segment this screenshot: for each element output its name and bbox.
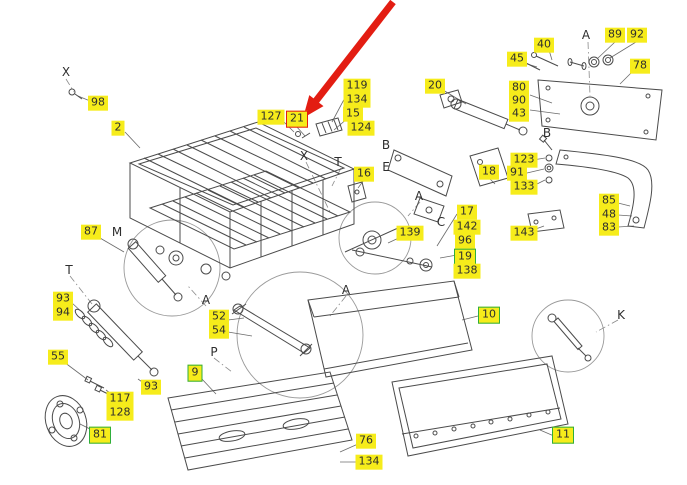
part-label-20: 20 [425,78,445,94]
part-label-93: 93 [53,291,73,307]
ref-letter-A: A [201,293,211,307]
part-label-48: 48 [599,207,619,223]
part-label-128: 128 [106,405,134,421]
part-label-142: 142 [453,219,481,235]
part-label-134: 134 [355,454,383,470]
part-label-89: 89 [605,27,625,43]
part-label-9: 9 [187,364,203,382]
bottom-panels-drawing [167,280,592,471]
ref-letter-A: A [581,28,591,42]
part-label-133: 133 [510,179,538,195]
part-label-78: 78 [630,58,650,74]
part-label-10: 10 [478,306,500,324]
part-label-54: 54 [209,323,229,339]
part-label-83: 83 [599,220,619,236]
part-label-117: 117 [106,391,134,407]
part-label-124: 124 [347,120,375,136]
part-label-94: 94 [53,305,73,321]
ref-letter-K: K [617,308,625,322]
part-label-98: 98 [88,95,108,111]
ref-letter-T: T [65,263,73,277]
ref-letter-T: T [334,155,342,169]
part-label-87: 87 [81,224,101,240]
part-label-85: 85 [599,193,619,209]
part-label-93: 93 [141,379,161,395]
part-label-76: 76 [356,433,376,449]
part-label-96: 96 [455,233,475,249]
ref-letter-A: A [341,283,351,297]
part-label-16: 16 [354,166,374,182]
left-parts-drawing [44,238,183,447]
part-label-45: 45 [507,51,527,67]
part-label-92: 92 [627,27,647,43]
part-label-134: 134 [343,92,371,108]
top-right-parts-drawing [68,52,663,233]
part-label-81: 81 [89,426,111,444]
part-label-40: 40 [534,37,554,53]
ref-letter-M: M [111,225,123,239]
red-arrow [303,0,396,118]
part-label-143: 143 [510,225,538,241]
part-label-17: 17 [457,204,477,220]
ref-letter-A: A [414,189,424,203]
part-label-91: 91 [507,165,527,181]
part-label-43: 43 [509,106,529,122]
part-label-127: 127 [257,109,285,125]
part-label-52: 52 [209,309,229,325]
part-label-15: 15 [343,106,363,122]
ref-letter-P: P [210,345,218,359]
part-label-18: 18 [479,164,499,180]
part-label-2: 2 [111,120,125,136]
part-label-138: 138 [453,263,481,279]
chassis-drawing [128,121,433,281]
ref-letter-B: B [542,126,552,140]
part-label-139: 139 [396,225,424,241]
ref-letter-C: C [436,215,446,229]
part-label-21: 21 [286,110,308,128]
ref-letter-E: E [382,160,390,174]
part-label-80: 80 [509,80,529,96]
part-label-119: 119 [343,78,371,94]
part-label-90: 90 [509,93,529,109]
part-label-55: 55 [48,349,68,365]
ref-letter-B: B [381,138,391,152]
part-label-123: 123 [510,152,538,168]
part-label-19: 19 [454,248,476,266]
ref-letter-X: X [61,65,71,79]
part-label-11: 11 [552,426,574,444]
ref-letter-X: X [299,149,309,163]
